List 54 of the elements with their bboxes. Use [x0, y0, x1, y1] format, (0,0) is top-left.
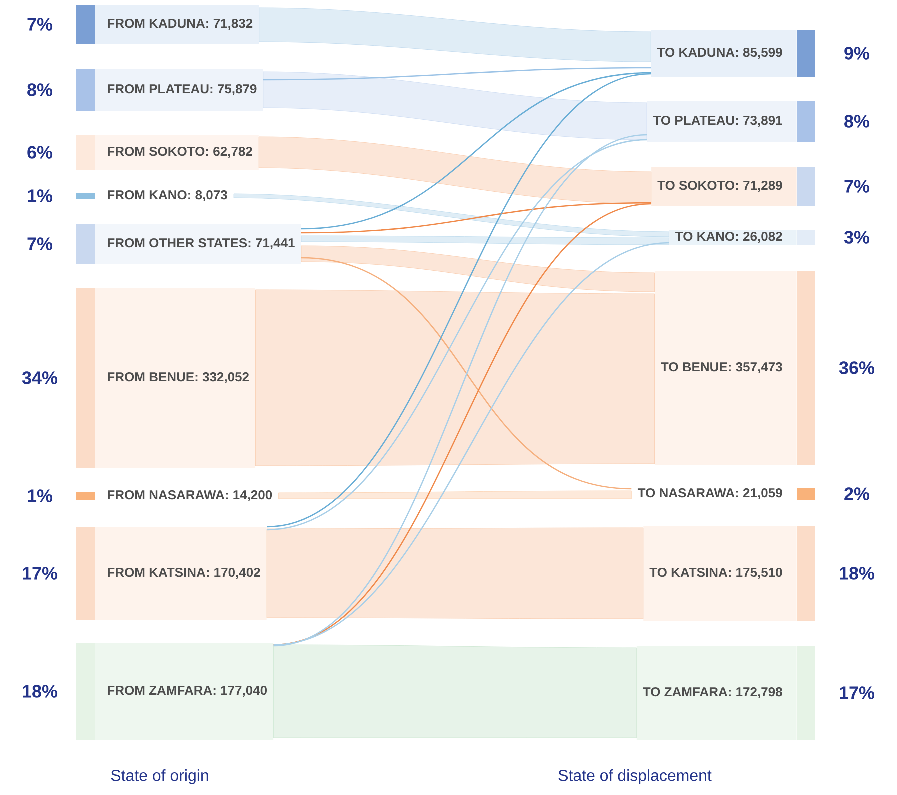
flow-bar: FROM OTHER STATES: 71,441: [76, 224, 302, 264]
flow-line: [301, 202, 652, 234]
flow-band: [301, 246, 655, 292]
flow-bar: TO BENUE: 357,473: [654, 271, 815, 465]
flow-band: [266, 528, 644, 620]
percentage-label: 36%: [839, 362, 875, 374]
percentage-label: 7%: [28, 18, 53, 31]
percentage-label: 17%: [23, 567, 58, 580]
flow-bar: FROM BENUE: 332,052: [76, 288, 256, 468]
percentage-label: 18%: [23, 685, 58, 698]
flow-bar: FROM SOKOTO: 62,782: [76, 135, 259, 170]
flow-bar: TO SOKOTO: 71,289: [652, 167, 815, 206]
flow-bar: FROM KATSINA: 170,402: [76, 527, 267, 620]
percentage-label: 1%: [28, 190, 53, 202]
flow-bar: FROM NASARAWA: 14,200: [76, 490, 279, 502]
flow-bar: FROM KADUNA: 71,832: [76, 5, 260, 44]
flow-band: [301, 236, 670, 246]
flow-line: [301, 72, 652, 230]
node-label: FROM KANO: 8,073: [108, 190, 228, 202]
flow-band: [234, 194, 670, 238]
axis-label: State of origin: [111, 770, 208, 784]
flow-bar: TO KADUNA: 85,599: [651, 30, 815, 77]
percentage-label: 34%: [22, 372, 58, 384]
percentage-label: 7%: [28, 238, 53, 250]
percentage-label: 7%: [844, 180, 870, 193]
flow-bar: TO KANO: 26,082: [669, 230, 815, 245]
percentage-label: 6%: [28, 146, 53, 159]
flow-band: [274, 644, 637, 738]
flow-bar: FROM PLATEAU: 75,879: [76, 69, 264, 111]
flow-line: [266, 139, 648, 531]
flow-band: [258, 136, 652, 204]
flow-bar: TO NASARAWA: 21,059: [632, 488, 815, 500]
flow-band: [256, 290, 655, 466]
axis-label: State of displacement: [558, 770, 712, 784]
node-label: TO NASARAWA: 21,059: [638, 488, 782, 500]
flow-bar: TO PLATEAU: 73,891: [647, 101, 815, 142]
percentage-label: 8%: [28, 84, 53, 96]
flow-bar: FROM ZAMFARA: 177,040: [76, 643, 274, 740]
flow-bar: TO ZAMFARA: 172,798: [636, 646, 815, 740]
percentage-label: 3%: [844, 231, 870, 244]
flow-bar: TO KATSINA: 175,510: [644, 526, 815, 621]
flow-band: [259, 8, 652, 62]
percentage-label: 18%: [840, 567, 875, 580]
flow-band: [263, 72, 648, 140]
flow-line: [301, 257, 632, 490]
flow-line: [266, 73, 652, 528]
percentage-label: 1%: [28, 490, 53, 502]
flow-line: [263, 67, 652, 81]
node-label: FROM NASARAWA: 14,200: [108, 490, 272, 502]
percentage-label: 2%: [844, 488, 870, 500]
percentage-label: 9%: [844, 47, 870, 60]
percentage-label: 17%: [840, 686, 875, 700]
flow-bar: FROM KANO: 8,073: [76, 190, 234, 202]
percentage-label: 8%: [844, 115, 870, 128]
